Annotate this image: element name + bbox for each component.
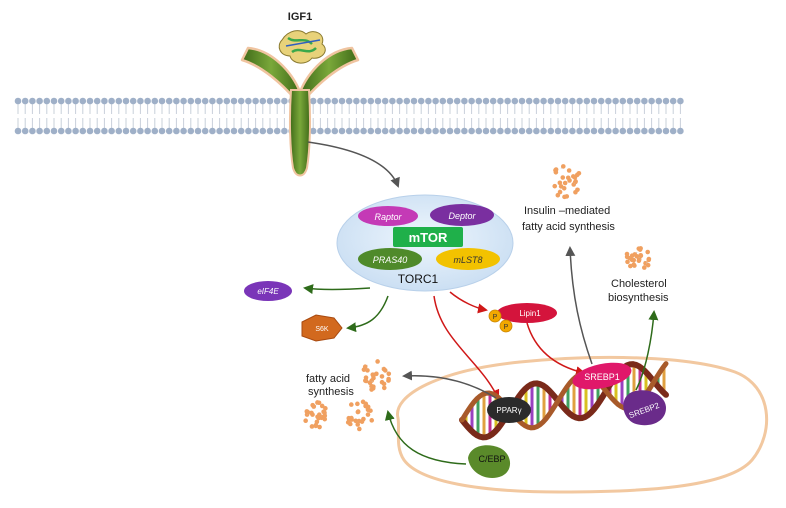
arrow-torc1-to-s6k — [348, 296, 388, 328]
arrow-lipin1-to-srebp1 — [527, 323, 584, 373]
arrow-srebp1-to-insulin-fas — [570, 248, 592, 364]
phospho-label-1: P — [493, 314, 498, 321]
lipin1-label: Lipin1 — [519, 309, 541, 318]
lipid-cluster-fatty-acid-2 — [303, 400, 327, 429]
insulin-fas-line1: Insulin –mediated — [524, 205, 610, 217]
igf1-ligand-structure — [279, 31, 325, 63]
s6k-label: S6K — [315, 326, 329, 333]
cell-membrane — [15, 98, 684, 135]
fatty-acid-synthesis-line1: fatty acid — [306, 373, 350, 385]
torc1-label: TORC1 — [398, 272, 439, 286]
mtor-label: mTOR — [409, 230, 448, 245]
eif4e-label: eIF4E — [257, 287, 279, 296]
deptor-label: Deptor — [448, 211, 476, 221]
lipid-cluster-fatty-acid-3 — [346, 400, 374, 432]
lipid-cluster-fatty-acid-1 — [362, 359, 391, 392]
igf1-label: IGF1 — [288, 11, 312, 23]
phospho-label-2: P — [504, 324, 509, 331]
cholesterol-line2: biosynthesis — [608, 292, 669, 304]
insulin-fas-line2: fatty acid synthesis — [522, 221, 615, 233]
fatty-acid-synthesis-line2: synthesis — [308, 386, 354, 398]
pras40-label: PRAS40 — [373, 255, 408, 265]
raptor-label: Raptor — [374, 212, 402, 222]
cebp-label: C/EBP — [478, 454, 505, 464]
lipid-cluster-insulin — [552, 164, 581, 199]
arrow-torc1-to-lipin1 — [450, 292, 486, 310]
igf1-receptor — [242, 48, 358, 176]
arrow-torc1-to-eif4e — [305, 288, 370, 290]
srebp1-label: SREBP1 — [584, 372, 620, 382]
arrow-torc1-to-pparg — [434, 296, 498, 398]
pparg-label: PPARγ — [496, 406, 521, 415]
mlst8-label: mLST8 — [453, 255, 482, 265]
cholesterol-line1: Cholesterol — [611, 278, 667, 290]
arrow-receptor-to-torc1 — [308, 142, 398, 186]
lipid-cluster-cholesterol — [625, 246, 651, 270]
